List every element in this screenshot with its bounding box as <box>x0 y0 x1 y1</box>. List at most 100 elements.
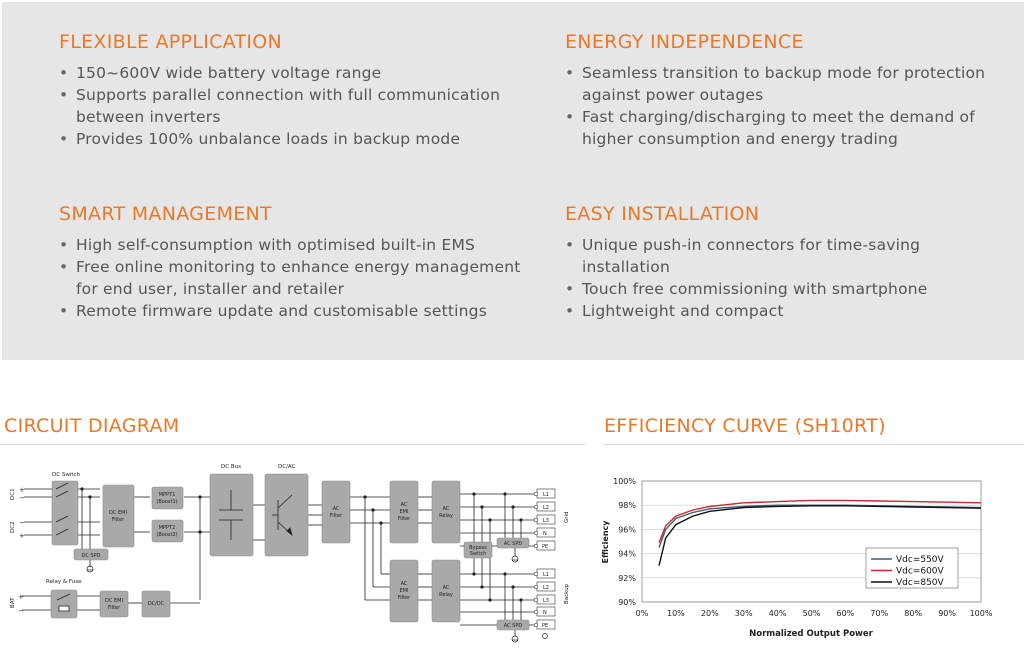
feature-bullet: High self-consumption with optimised bui… <box>59 234 539 256</box>
svg-text:Relay: Relay <box>439 592 453 598</box>
svg-text:AC: AC <box>333 506 340 512</box>
x-axis-label: Normalized Output Power <box>749 629 874 639</box>
svg-text:(Boost1): (Boost1) <box>156 499 177 505</box>
x-tick-label: 20% <box>701 609 719 618</box>
legend-label: Vdc=600V <box>896 567 945 577</box>
relay-fuse-label: Relay & Fuse <box>46 579 82 585</box>
ac-emi-filter-backup-block <box>389 559 419 623</box>
relay-fuse-block <box>50 589 78 619</box>
svg-text:+: + <box>19 486 25 494</box>
divider <box>0 444 585 445</box>
divider <box>604 444 1024 445</box>
x-tick-labels: 0%10%20%30%40%50%60%70%80%90%100% <box>636 609 993 618</box>
svg-text:L1: L1 <box>543 492 549 498</box>
ac-spd-grid-block <box>496 537 530 549</box>
svg-text:+: + <box>19 532 25 540</box>
feature-title: EASY INSTALLATION <box>565 203 760 225</box>
feature-bullet: Free online monitoring to enhance energy… <box>59 256 539 300</box>
svg-text:L3: L3 <box>543 598 549 604</box>
ac-relay-backup-block <box>431 559 461 623</box>
dc-switch-block <box>51 480 79 546</box>
svg-text:AC: AC <box>443 585 450 591</box>
feature-energy-independence: ENERGY INDEPENDENCE Seamless transition … <box>565 31 995 150</box>
svg-text:L2: L2 <box>543 505 549 511</box>
backup-label: Backup <box>564 583 570 604</box>
efficiency-title: EFFICIENCY CURVE (SH10RT) <box>604 415 886 437</box>
svg-text:DC EMI: DC EMI <box>109 510 127 516</box>
x-tick-label: 0% <box>636 609 649 618</box>
feature-easy-installation: EASY INSTALLATION Unique push-in connect… <box>565 203 995 322</box>
x-tick-label: 70% <box>870 609 888 618</box>
svg-text:Filter: Filter <box>398 516 411 522</box>
feature-bullets: 150~600V wide battery voltage range Supp… <box>59 62 529 150</box>
ac-relay-block <box>431 480 461 544</box>
ac-spd-backup-label: AC SPD <box>504 623 523 629</box>
y-axis-label: Efficiency <box>601 520 610 564</box>
svg-text:Bypass: Bypass <box>469 545 487 551</box>
feature-bullet: Fast charging/discharging to meet the de… <box>565 106 995 150</box>
x-tick-label: 50% <box>803 609 821 618</box>
feature-bullet: Remote firmware update and customisable … <box>59 300 539 322</box>
pv1-label: DC1 <box>10 488 16 500</box>
mppt2-block <box>151 519 184 543</box>
svg-text:L3: L3 <box>543 518 549 524</box>
svg-text:AC: AC <box>401 502 408 508</box>
y-tick-label: 100% <box>613 477 636 486</box>
plot-frame <box>641 480 982 603</box>
svg-text:EMI: EMI <box>400 509 409 515</box>
feature-bullet: Supports parallel connection with full c… <box>59 84 529 128</box>
svg-text:L2: L2 <box>543 585 549 591</box>
y-tick-label: 94% <box>618 550 636 559</box>
svg-text:−: − <box>18 607 24 615</box>
feature-bullet: Seamless transition to backup mode for p… <box>565 62 995 106</box>
ac-spd-grid-label: AC SPD <box>504 541 523 547</box>
feature-bullet: 150~600V wide battery voltage range <box>59 62 529 84</box>
feature-bullet: Unique push-in connectors for time-savin… <box>565 234 995 278</box>
feature-bullet: Touch free commissioning with smartphone <box>565 278 995 300</box>
feature-bullets: Seamless transition to backup mode for p… <box>565 62 995 150</box>
feature-title: ENERGY INDEPENDENCE <box>565 31 804 53</box>
dc-bus-block <box>209 473 254 557</box>
feature-smart-management: SMART MANAGEMENT High self-consumption w… <box>59 203 539 322</box>
dc-bus-label: DC Bus <box>221 464 241 470</box>
svg-text:Filter: Filter <box>330 513 343 519</box>
dc-emi-filter-block <box>102 484 135 548</box>
pv2-label: DC2 <box>10 521 16 533</box>
x-tick-label: 10% <box>667 609 685 618</box>
feature-title: SMART MANAGEMENT <box>59 203 272 225</box>
svg-text:AC: AC <box>443 506 450 512</box>
legend-label: Vdc=550V <box>896 555 945 565</box>
x-tick-label: 90% <box>938 609 956 618</box>
legend-label: Vdc=850V <box>896 578 945 588</box>
circuit-title: CIRCUIT DIAGRAM <box>4 415 180 437</box>
svg-text:−: − <box>19 519 25 527</box>
x-tick-label: 40% <box>769 609 787 618</box>
bat-label: BAT <box>10 597 16 608</box>
svg-text:(Boost2): (Boost2) <box>156 532 177 538</box>
feature-bullet: Lightweight and compact <box>565 300 995 322</box>
dc-ac-label: DC/AC <box>278 464 296 470</box>
feature-bullets: High self-consumption with optimised bui… <box>59 234 539 322</box>
svg-text:Filter: Filter <box>398 595 411 601</box>
feature-flexible-application: FLEXIBLE APPLICATION 150~600V wide batte… <box>59 31 529 150</box>
y-tick-label: 90% <box>618 598 636 607</box>
svg-text:DC EMI: DC EMI <box>105 598 123 604</box>
dc-switch-label: DC Switch <box>52 472 81 478</box>
x-tick-label: 80% <box>904 609 922 618</box>
dc-dc-label: DC/DC <box>148 601 165 607</box>
ac-spd-backup-block <box>496 619 530 631</box>
series-line <box>658 499 982 543</box>
circuit-diagram: DC Switch DC Bus DC/AC Relay & Fuse DC E… <box>10 464 570 643</box>
ac-filter-block <box>321 480 351 544</box>
series-line <box>658 505 982 566</box>
svg-text:Filter: Filter <box>112 517 125 523</box>
efficiency-chart: 90%92%94%96%98%100% 0%10%20%30%40%50%60%… <box>601 477 993 639</box>
svg-text:AC: AC <box>401 581 408 587</box>
svg-text:Switch: Switch <box>470 551 487 557</box>
dc-ac-block <box>264 473 309 557</box>
svg-text:N: N <box>543 531 547 537</box>
mppt1-block <box>151 486 184 510</box>
svg-text:MPPT1: MPPT1 <box>159 492 176 498</box>
svg-text:Filter: Filter <box>108 605 121 611</box>
